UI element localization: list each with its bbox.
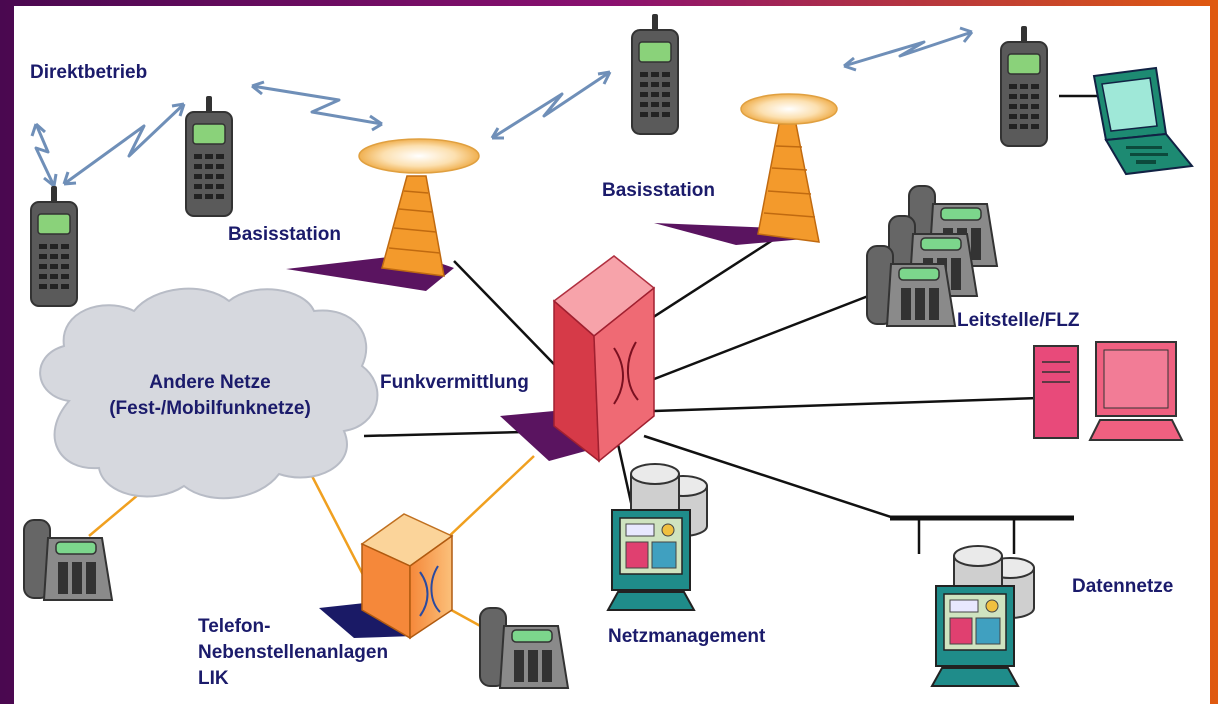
diagram-canvas: Direktbetrieb Basisstation Basisstation … [14,6,1210,704]
arrowhead [959,26,974,43]
label-radio-switch: Funkvermittlung [380,372,529,393]
label-pbx-line3: LIK [198,668,229,689]
arrowhead [30,122,46,137]
radio-link-basestation-right [843,30,973,68]
label-base-station-left: Basisstation [228,224,341,245]
label-pbx: Telefon- Nebenstellenanlagen LIK [198,614,388,692]
radio-links [30,26,974,188]
radio-link-basestation-phone [491,70,611,140]
label-other-networks-line1: Andere Netze [149,372,271,393]
arrowhead [251,80,265,96]
link-cloud-deskphone [88,493,140,537]
label-data-networks: Datennetze [1072,576,1174,597]
label-base-station-right: Basisstation [602,180,715,201]
control-center-phones [866,185,998,327]
mobile-phone-icon [30,185,78,307]
pbx-switch-icon [319,513,454,640]
base-station-tower-icon [286,138,480,291]
label-pbx-line2: Nebenstellenanlagen [198,642,389,663]
radio-link-basestation-left [251,84,383,126]
label-pbx-line1: Telefon- [198,616,271,637]
link-switch-pbx [443,455,535,542]
desk-telephone-icon [479,607,569,689]
link-switch-server [653,396,1040,413]
label-control-center: Leitstelle/FLZ [957,310,1080,331]
mobile-phone-icon [631,13,679,135]
link-switch-cloud [363,430,525,438]
link-switch-control-center [648,284,895,383]
data-network-workstation [931,545,1035,687]
arrowhead [843,56,857,72]
server-computer-icon [1033,341,1184,441]
link-switch-datanet [643,434,895,520]
network-diagram [23,13,1194,689]
label-other-networks: Andere Netze (Fest-/Mobilfunknetze) [88,370,332,422]
radio-link-direct-2 [63,102,186,186]
arrowhead [490,127,504,140]
arrowhead [597,70,612,85]
workstation-icon [931,585,1019,687]
label-direct-mode: Direktbetrieb [30,62,148,83]
arrowhead [171,102,186,117]
radio-link-direct-1 [34,123,56,187]
label-network-management: Netzmanagement [608,626,766,647]
arrowhead [62,171,77,186]
label-other-networks-line2: (Fest-/Mobilfunknetze) [109,398,311,419]
mobile-phone-icon [185,95,233,217]
laptop-icon [1092,66,1194,176]
workstation-icon [607,509,695,611]
network-management-workstation [607,463,708,611]
desk-telephone-icon [23,519,113,601]
arrowhead [369,114,383,132]
arrowhead [43,173,58,188]
mobile-phone-icon [1000,25,1048,147]
data-network-bus [890,515,1074,554]
network-cloud-icon [39,287,379,500]
radio-switch-icon [500,255,656,463]
base-station-tower-icon [654,93,838,245]
